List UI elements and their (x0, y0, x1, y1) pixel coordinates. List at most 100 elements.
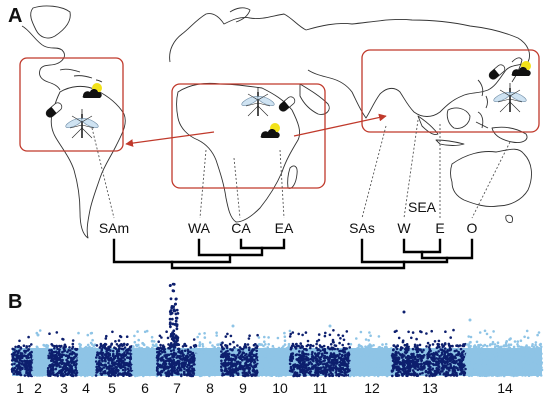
snp-point (203, 365, 207, 368)
snp-point (84, 345, 88, 349)
world-map (21, 5, 532, 239)
snp-point (92, 365, 96, 369)
snp-point (458, 352, 461, 356)
snp-point (267, 336, 270, 339)
snp-point (325, 355, 329, 359)
snp-point (337, 333, 340, 337)
snp-point (86, 363, 89, 367)
snp-point (523, 359, 527, 362)
snp-point (474, 355, 477, 359)
snp-point (82, 366, 86, 369)
snp-point (433, 340, 437, 343)
snp-point (69, 349, 72, 352)
snp-point (497, 366, 501, 369)
snp-point (83, 369, 86, 372)
snp-point (298, 361, 302, 365)
snp-point (400, 361, 404, 365)
snp-point (303, 371, 307, 375)
south-america-outline (50, 85, 126, 239)
snp-point (524, 370, 528, 373)
snp-point (420, 359, 424, 362)
snp-point (341, 343, 345, 347)
snp-point (30, 343, 33, 346)
snp-point (113, 356, 117, 360)
snp-point (489, 336, 492, 339)
snp-point (330, 347, 334, 350)
snp-point (271, 356, 274, 359)
snp-point (372, 348, 375, 352)
snp-point (109, 358, 112, 362)
snp-point (410, 364, 414, 368)
snp-point (381, 343, 384, 346)
snp-point (429, 370, 432, 374)
snp-point (426, 341, 430, 345)
snp-point (40, 374, 44, 377)
snp-point (176, 312, 180, 315)
snp-point (220, 345, 224, 349)
snp-point (71, 345, 75, 349)
snp-point (163, 354, 166, 357)
snp-point (315, 342, 318, 346)
snp-point (358, 367, 362, 371)
snp-point (401, 373, 404, 376)
snp-point (181, 361, 184, 365)
snp-point (480, 370, 483, 374)
snp-point (322, 365, 325, 369)
snp-point (337, 355, 340, 358)
snp-point (276, 353, 279, 357)
snp-point (206, 366, 210, 370)
snp-point (48, 332, 51, 336)
snp-point (228, 342, 232, 346)
snp-point (198, 356, 202, 359)
snp-point (121, 365, 124, 369)
snp-point (430, 357, 434, 361)
chromosome-label: 1 (16, 380, 24, 396)
snp-point (443, 365, 447, 369)
snp-point (470, 352, 474, 356)
snp-point (477, 343, 480, 347)
snp-point (232, 340, 235, 344)
snp-point (138, 373, 141, 377)
snp-point (322, 356, 326, 360)
snp-point (101, 353, 104, 357)
sumatra-outline (417, 115, 439, 135)
snp-point (271, 363, 275, 367)
snp-point (382, 364, 386, 367)
snp-point (376, 365, 379, 368)
snp-point (248, 334, 251, 338)
snp-point (86, 343, 90, 347)
snp-point (260, 360, 264, 364)
snp-point (143, 365, 147, 369)
snp-point (460, 366, 464, 369)
snp-point (204, 358, 207, 362)
snp-point (367, 370, 371, 374)
snp-point (211, 347, 214, 351)
snp-point (437, 368, 441, 371)
snp-point (169, 343, 173, 346)
snp-point (194, 347, 198, 350)
snp-point (209, 368, 212, 372)
snp-point (521, 364, 524, 367)
snp-point (499, 370, 503, 373)
snp-point (311, 344, 315, 348)
snp-point (27, 374, 30, 378)
snp-point (186, 349, 190, 353)
snp-point (257, 343, 261, 346)
snp-point (438, 372, 442, 376)
cloud-sun-icon (82, 83, 102, 98)
snp-point (540, 361, 544, 364)
snp-point (143, 363, 146, 367)
snp-point (512, 347, 516, 351)
snp-point (32, 357, 35, 360)
snp-point (61, 372, 64, 375)
snp-point (77, 331, 80, 335)
snp-point (317, 373, 320, 377)
snp-point (209, 363, 212, 367)
snp-point (534, 341, 538, 344)
snp-point (57, 353, 61, 357)
snp-point (362, 364, 366, 367)
snp-point (135, 359, 138, 363)
snp-point (418, 353, 421, 357)
snp-point (499, 364, 503, 367)
snp-point (476, 373, 480, 377)
